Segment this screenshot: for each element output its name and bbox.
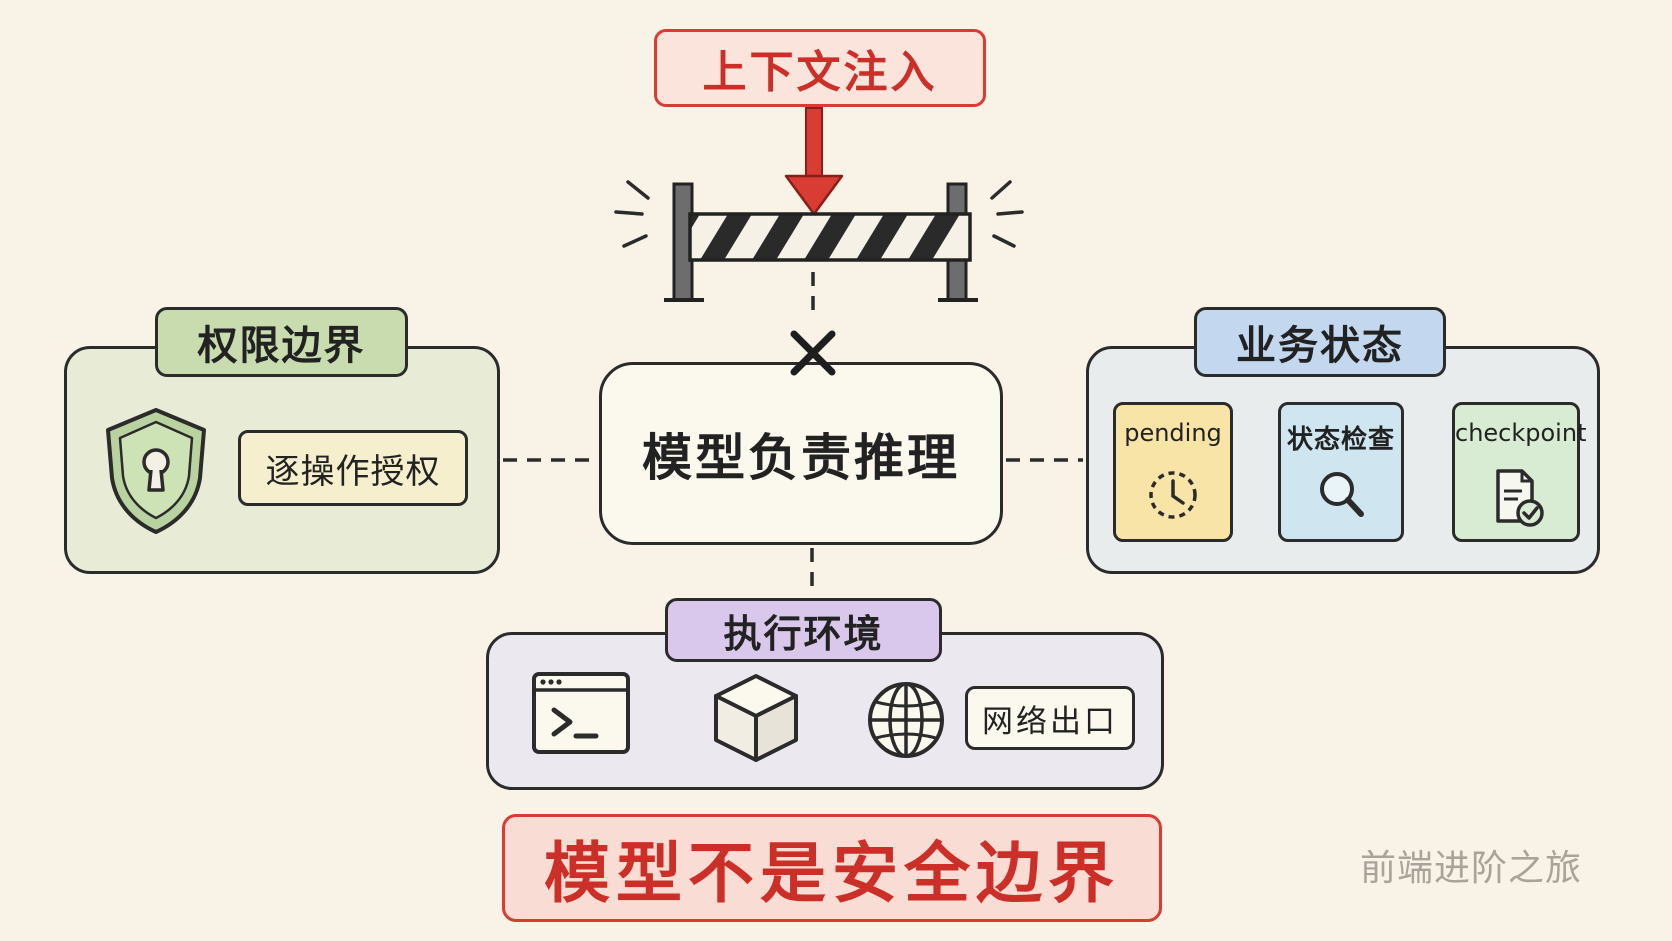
network-egress-label: 网络出口	[982, 703, 1118, 740]
cube-icon	[714, 674, 798, 762]
permission-boundary-tag: 权限边界	[155, 307, 408, 377]
step-state-check-label: 状态检查	[1286, 425, 1395, 455]
permission-boundary-title: 权限边界	[197, 323, 366, 369]
business-state-tag: 业务状态	[1194, 307, 1446, 377]
document-check-icon	[1496, 469, 1544, 527]
model-not-security-boundary-banner: 模型不是安全边界	[502, 814, 1162, 922]
context-injection-tag: 上下文注入	[654, 29, 986, 107]
terminal-icon	[532, 672, 630, 754]
down-arrow-icon	[784, 107, 844, 216]
globe-icon	[868, 682, 944, 758]
network-egress-item: 网络出口	[965, 686, 1135, 750]
per-operation-authorization-item: 逐操作授权	[238, 430, 468, 506]
model-not-security-boundary-label: 模型不是安全边界	[544, 834, 1120, 912]
search-icon	[1320, 472, 1364, 517]
business-state-title: 业务状态	[1236, 323, 1404, 369]
step-pending-card: pending	[1113, 402, 1233, 542]
execution-environment-tag: 执行环境	[665, 598, 942, 662]
step-checkpoint-card: checkpoint	[1452, 402, 1587, 542]
clock-icon	[1149, 471, 1197, 519]
shield-keyhole-icon	[106, 408, 206, 534]
model-reasoning-label: 模型负责推理	[642, 428, 960, 487]
execution-environment-title: 执行环境	[723, 611, 884, 656]
barrier-icon	[614, 180, 1024, 302]
per-operation-authorization-label: 逐操作授权	[265, 451, 441, 492]
model-reasoning-box: 模型负责推理	[599, 362, 1003, 545]
blocked-x-icon	[790, 330, 836, 376]
step-state-check-card: 状态检查	[1278, 402, 1404, 542]
step-checkpoint-label: checkpoint	[1455, 419, 1587, 447]
step-pending-label: pending	[1124, 419, 1222, 447]
context-injection-label: 上下文注入	[702, 47, 938, 98]
watermark: 前端进阶之旅	[1360, 848, 1583, 889]
